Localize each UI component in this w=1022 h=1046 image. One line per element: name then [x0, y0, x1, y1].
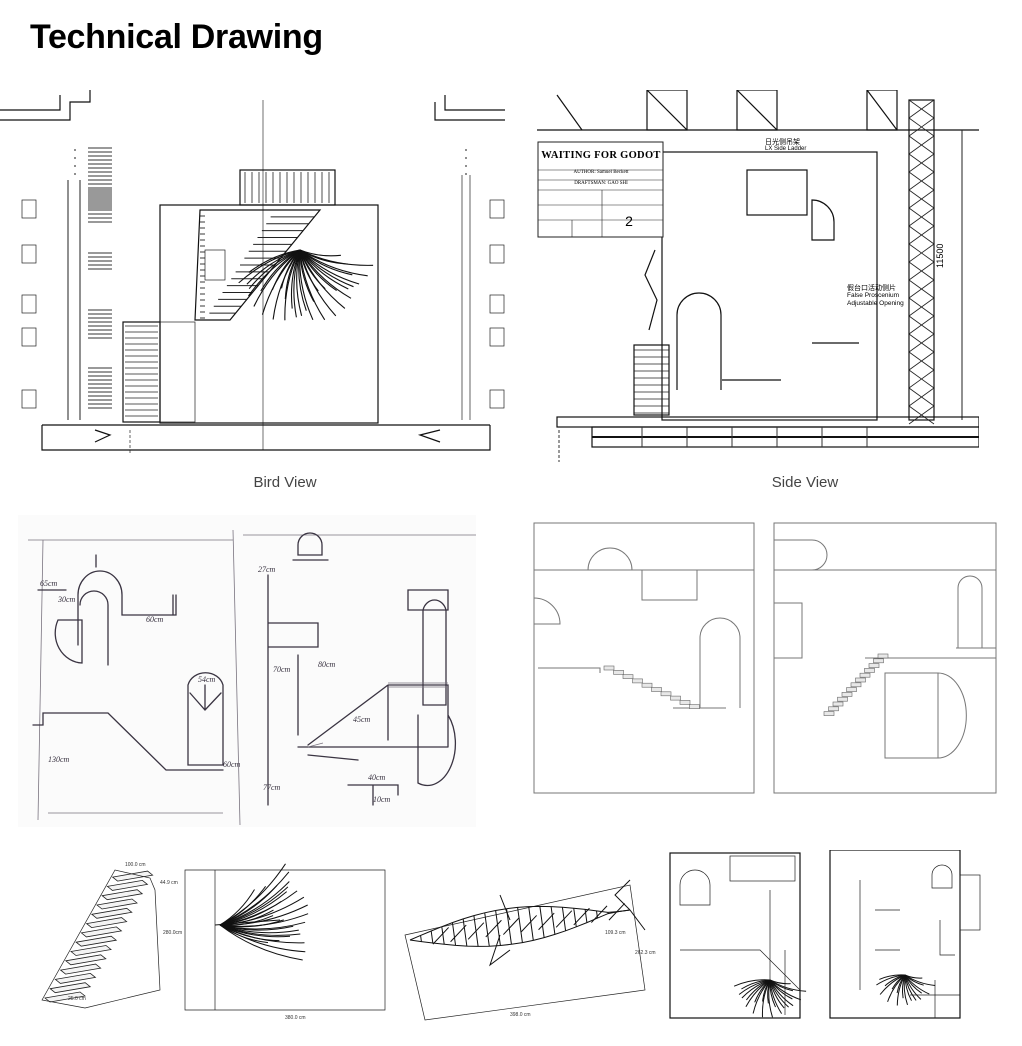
lx-ladder-label: LX Side Ladder — [765, 146, 807, 152]
false-proscenium-label: False Proscenium Adjustable Opening — [847, 292, 904, 307]
false-proscenium-label-cn: 假台口活动侧片 — [847, 285, 896, 292]
sketch-dimension-label: 65cm — [40, 579, 58, 588]
title-block-number: 2 — [625, 213, 633, 229]
caption-side-view: Side View — [771, 474, 839, 491]
lx-ladder-label-cn: 日光侧吊架 — [765, 139, 800, 146]
sketch-dimension-label: 60cm — [146, 615, 164, 624]
title-block-draftsman: DRAFTSMAN: GAO SHI — [574, 181, 628, 186]
side-view-drawing — [537, 90, 979, 462]
sketch-dimension-label: 130cm — [48, 755, 70, 764]
detail-dimension-label: 380.0 cm — [285, 1015, 306, 1021]
title-block-author: AUTHOR: Samuel Beckett — [573, 170, 629, 175]
caption-bird-view: Bird View — [253, 474, 317, 491]
sketch-dimension-label: 80cm — [318, 660, 336, 669]
height-dimension: 11500 — [935, 243, 945, 268]
sketch-dimension-label: 77cm — [263, 783, 281, 792]
bird-view-drawing — [0, 90, 510, 460]
detail-dimension-label: 262.3 cm — [635, 950, 656, 956]
sketch-dimension-label: 45cm — [353, 715, 371, 724]
detail-dimension-label: 25.0 cm — [68, 996, 86, 1002]
sketch-dimension-label: 10cm — [373, 795, 391, 804]
sketch-dimension-label: 70cm — [273, 665, 291, 674]
sketch-dimension-label: 54cm — [198, 675, 216, 684]
detail-dimension-label: 109.3 cm — [605, 930, 626, 936]
detail-dimension-label: 100.0 cm — [125, 862, 146, 868]
sketch-dimension-label: 30cm — [58, 595, 76, 604]
detail-drawings: 100.0 cm 44.9 cm 25.0 cm 280.0cm 380.0 cm 109… — [30, 850, 1010, 1030]
title-block-play: WAITING FOR GODOT — [541, 150, 661, 161]
page-title: Technical Drawing — [30, 18, 323, 56]
elevation-drawings — [530, 518, 1000, 798]
detail-dimension-label: 44.9 cm — [160, 880, 178, 886]
detail-dimension-label: 398.0 cm — [510, 1012, 531, 1018]
sketch-dimension-label: 40cm — [368, 773, 386, 782]
sketch-dimension-label: 60cm — [223, 760, 241, 769]
detail-dimension-label: 280.0cm — [163, 930, 183, 936]
sketch-dimension-label: 27cm — [258, 565, 276, 574]
